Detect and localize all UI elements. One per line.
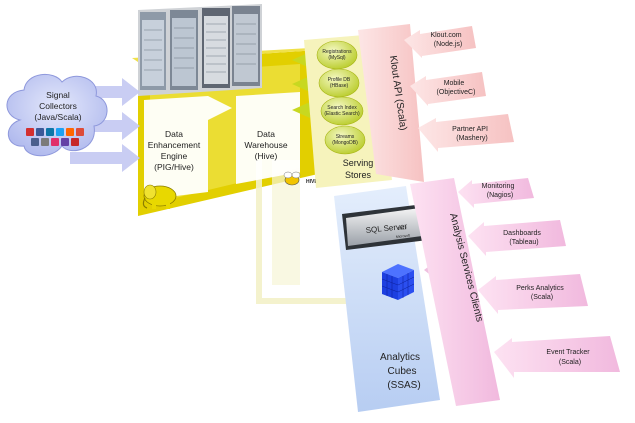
sql-server-vendor: Microsoft bbox=[396, 234, 411, 239]
hadoop-elephant-icon bbox=[142, 184, 177, 209]
analysis-client-1-tech: (Tableau) bbox=[509, 239, 538, 246]
serving-title2: Stores bbox=[345, 170, 372, 180]
analysis-client-2-name: Perks Analytics bbox=[516, 285, 564, 292]
social-network-icons bbox=[26, 128, 84, 146]
store-3-name: Streams bbox=[336, 134, 355, 140]
serving-title1: Serving bbox=[343, 158, 374, 168]
api-client-0-name: Klout.com bbox=[430, 32, 461, 39]
store-0-name: Registrations bbox=[322, 49, 352, 55]
warehouse-label: Data Warehouse (Hive) bbox=[244, 129, 287, 161]
analysis-client-0-name: Monitoring bbox=[482, 183, 515, 190]
warehouse-line2: Warehouse bbox=[244, 140, 287, 150]
serving-store-bubbles bbox=[316, 40, 366, 155]
store-1-name: Profile DB bbox=[328, 77, 351, 83]
signal-line3: (Java/Scala) bbox=[34, 112, 81, 122]
api-client-arrows bbox=[404, 26, 514, 152]
data-enhancement-engine-box bbox=[144, 96, 232, 200]
analysis-client-3-tech: (Scala) bbox=[559, 359, 581, 366]
api-client-1-tech: (ObjectiveC) bbox=[437, 89, 476, 96]
api-client-2-tech: (Mashery) bbox=[456, 135, 488, 142]
sql-server-brand: SQL Server bbox=[365, 222, 408, 235]
api-client-1-name: Mobile bbox=[444, 80, 465, 87]
store-3-tech: (MongoDB) bbox=[332, 140, 358, 146]
klout-api-band bbox=[358, 24, 424, 182]
serving-store-labels: Registrations (MySql) Profile DB (HBase)… bbox=[322, 49, 360, 146]
server-racks-image bbox=[138, 4, 262, 96]
signal-collectors-label: Signal Collectors (Java/Scala) bbox=[34, 90, 81, 122]
store-2-name: Search Index bbox=[327, 105, 357, 111]
store-1-tech: (HBase) bbox=[330, 83, 349, 89]
signal-line2: Collectors bbox=[39, 101, 77, 111]
analysis-client-labels: Monitoring (Nagios) Dashboards (Tableau)… bbox=[482, 183, 591, 366]
analysis-client-2-tech: (Scala) bbox=[531, 294, 553, 301]
data-cube-icon bbox=[381, 264, 415, 300]
analysis-client-3-name: Event Tracker bbox=[546, 349, 590, 356]
analysis-client-0-tech: (Nagios) bbox=[487, 192, 513, 199]
cubes-line2: Cubes bbox=[388, 366, 417, 377]
engine-line4: (PIG/Hive) bbox=[154, 162, 194, 172]
cubes-line3: (SSAS) bbox=[387, 380, 420, 391]
api-client-labels: Klout.com (Node.js) Mobile (ObjectiveC) … bbox=[430, 32, 488, 142]
serving-stores-title: Serving Stores bbox=[343, 158, 374, 180]
sql-server-version: 2012 bbox=[398, 225, 408, 231]
engine-line1: Data bbox=[165, 129, 183, 139]
api-client-2-name: Partner API bbox=[452, 126, 488, 133]
warehouse-line3: (Hive) bbox=[255, 151, 278, 161]
collector-arrows bbox=[70, 78, 140, 172]
data-warehouse-box bbox=[236, 92, 300, 184]
engine-label: Data Enhancement Engine (PIG/Hive) bbox=[148, 129, 201, 172]
analysis-services-band bbox=[410, 178, 500, 406]
signal-line1: Signal bbox=[46, 90, 70, 100]
analysis-client-arrows bbox=[458, 178, 620, 378]
sql-server-screen: SQL Server 2012 Microsoft bbox=[342, 204, 428, 250]
analysis-client-1-name: Dashboards bbox=[503, 230, 541, 237]
analytics-cubes-label: Analytics Cubes (SSAS) bbox=[380, 352, 421, 391]
api-client-0-tech: (Node.js) bbox=[434, 41, 462, 48]
store-0-tech: (MySql) bbox=[328, 55, 346, 61]
engine-line2: Enhancement bbox=[148, 140, 201, 150]
cubes-line1: Analytics bbox=[380, 352, 420, 363]
engine-line3: Engine bbox=[161, 151, 188, 161]
store-2-tech: (Elastic Search) bbox=[324, 111, 360, 117]
hive-logo-text: HIVE bbox=[306, 179, 318, 185]
warehouse-line1: Data bbox=[257, 129, 275, 139]
hive-bee-icon: HIVE bbox=[283, 171, 318, 186]
